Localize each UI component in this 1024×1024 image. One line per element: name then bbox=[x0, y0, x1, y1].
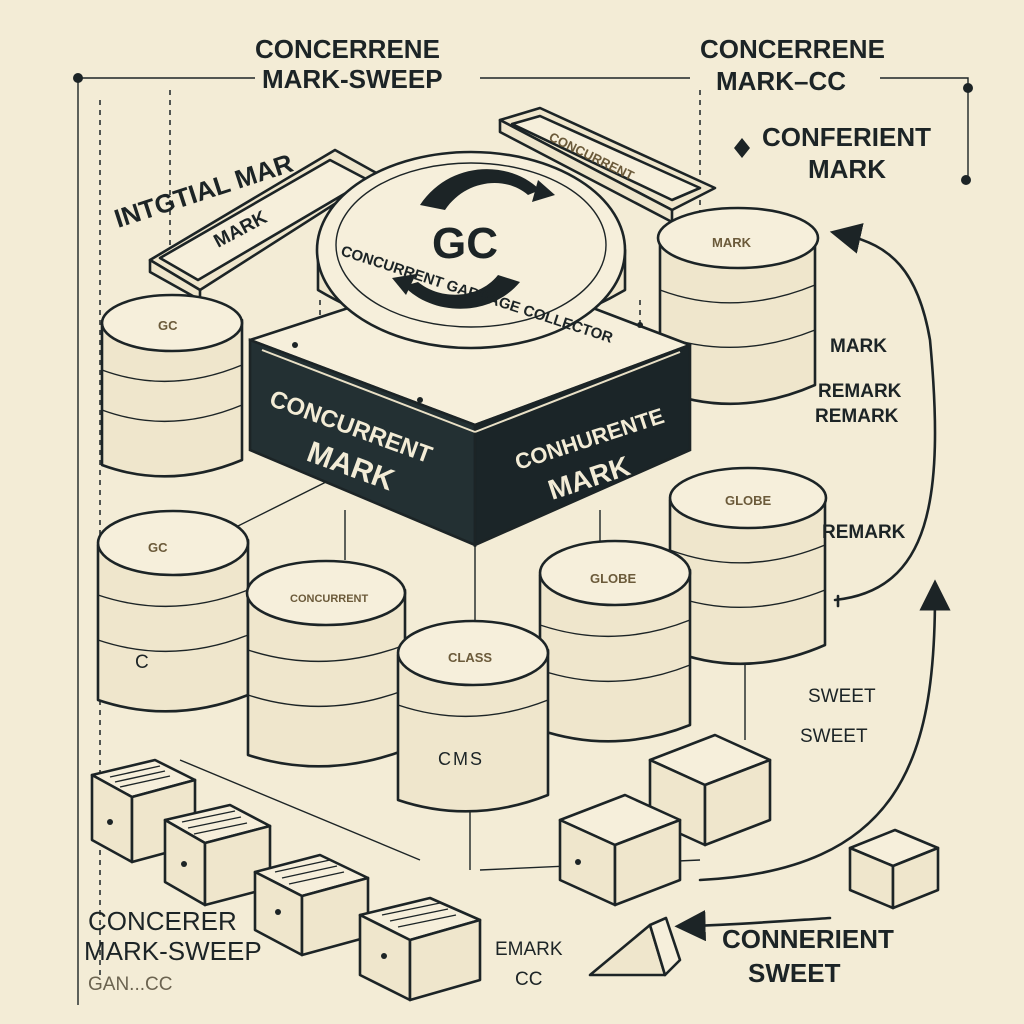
cube-1 bbox=[90, 758, 197, 864]
remark-side-label-1: REMARK bbox=[818, 381, 902, 402]
top-left-label-line1: CONCERRENE bbox=[255, 34, 440, 64]
gc-swirl-icon bbox=[404, 169, 540, 309]
diamond-marker bbox=[734, 138, 750, 158]
cube-5 bbox=[648, 733, 772, 847]
cylinder-3-label: CONCURRENT bbox=[290, 593, 369, 605]
bottom-right-label-line2: SWEET bbox=[748, 958, 841, 988]
cube-7 bbox=[848, 828, 940, 910]
cylinder-cms: CLASS CMS bbox=[396, 619, 550, 813]
conferient-mark-line2: MARK bbox=[808, 154, 886, 184]
cylinder-gc-1: GC bbox=[100, 293, 244, 478]
mark-left-block: MARK bbox=[148, 148, 382, 302]
gc-logo-text: GC bbox=[432, 219, 498, 268]
bottom-left-label-line3: GAN...CC bbox=[88, 974, 172, 995]
cube-6 bbox=[558, 793, 682, 907]
cube-row-left bbox=[90, 758, 482, 1002]
cube-3 bbox=[253, 853, 370, 957]
top-right-label-line2: MARK–CC bbox=[716, 66, 846, 96]
bottom-right-label-line1: CONNERIENT bbox=[722, 924, 894, 954]
cube-row-right bbox=[558, 733, 940, 977]
mark-side-label: MARK bbox=[830, 336, 887, 357]
remark-side-label-2: REMARK bbox=[815, 406, 899, 427]
cylinder-2-label: GC bbox=[148, 540, 168, 555]
bottom-left-label-line2: MARK-SWEEP bbox=[84, 936, 262, 966]
cylinder-globe-mid: GLOBE bbox=[538, 539, 692, 743]
bottom-mid-label-line1: EMARK bbox=[495, 939, 563, 960]
cylinder-4-label: CLASS bbox=[448, 650, 492, 665]
remark-side-label-3: REMARK bbox=[822, 522, 906, 543]
cylinder-gc-2: GC C bbox=[96, 509, 250, 713]
wedge-shape bbox=[588, 916, 682, 977]
cylinder-globe-right: GLOBE bbox=[668, 466, 828, 666]
concurrent-top-block: CONCURRENT bbox=[498, 106, 717, 224]
bottom-mid-label-line2: CC bbox=[515, 969, 542, 990]
cylinder-7-label: GLOBE bbox=[725, 493, 772, 508]
cylinder-mark-right: MARK bbox=[656, 206, 820, 406]
top-left-label-line2: MARK-SWEEP bbox=[262, 64, 443, 94]
cube-4 bbox=[358, 896, 482, 1002]
cylinder-2-side: C bbox=[135, 652, 149, 673]
bottom-left-label-line1: CONCERER bbox=[88, 906, 237, 936]
conferient-mark-line1: CONFERIENT bbox=[762, 122, 931, 152]
cylinder-1-label: GC bbox=[158, 318, 178, 333]
top-right-label-line1: CONCERRENE bbox=[700, 34, 885, 64]
cylinder-4-side: CMS bbox=[438, 749, 484, 769]
mark-right-label: MARK bbox=[712, 235, 752, 250]
sweet-label-2: SWEET bbox=[800, 726, 868, 747]
sweet-label-1: SWEET bbox=[808, 686, 876, 707]
gc-disk: GC CONCURRENT GARBAGE COLLECTOR bbox=[315, 150, 627, 350]
cylinder-concurrent: CONCURRENT bbox=[245, 559, 407, 768]
flow-arrows bbox=[674, 138, 951, 942]
cylinder-5-label: GLOBE bbox=[590, 571, 637, 586]
